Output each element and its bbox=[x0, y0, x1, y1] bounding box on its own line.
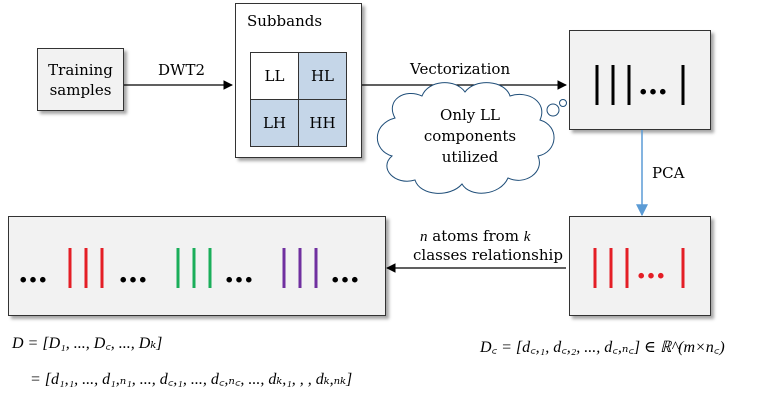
vector-box-bars bbox=[595, 65, 685, 105]
relationship-label-line1: n atoms from k bbox=[420, 229, 530, 245]
subband-lh: LH bbox=[250, 99, 299, 147]
training-samples-box: Training samples bbox=[37, 48, 124, 111]
dictionary-dots-1: … bbox=[18, 255, 48, 290]
subbands-box: Subbands LL HL LH HH bbox=[235, 3, 362, 158]
training-label-line1: Training bbox=[48, 61, 113, 79]
formula-d-line1: D = [D₁, ..., D꜀, ..., Dₖ] bbox=[12, 335, 163, 352]
dc-box-bars bbox=[593, 248, 685, 288]
dictionary-dots-3: … bbox=[224, 255, 254, 290]
dictionary-bars bbox=[68, 248, 318, 288]
vectorization-label: Vectorization bbox=[410, 60, 511, 78]
cloud-text-line1: Only LL bbox=[440, 106, 500, 124]
cloud-shape bbox=[376, 82, 567, 194]
formula-dc: D꜀ = [d꜀,₁, d꜀,₂, ..., d꜀,ₙ꜀] ∈ ℝ^(m×n꜀) bbox=[480, 339, 725, 356]
dwt-label: DWT2 bbox=[158, 61, 205, 79]
dictionary-dots-4: … bbox=[330, 255, 360, 290]
dictionary-dots-2: … bbox=[118, 255, 148, 290]
subband-hl: HL bbox=[298, 52, 347, 100]
subbands-title: Subbands bbox=[247, 12, 323, 30]
formula-d-line2: = [d₁,₁, ..., d₁,ₙ₁, ..., d꜀,₁, ..., d꜀,… bbox=[30, 371, 353, 388]
relationship-n: n bbox=[420, 229, 428, 245]
pca-label: PCA bbox=[652, 164, 685, 182]
training-label-line2: samples bbox=[49, 81, 112, 99]
vector-box-dots: … bbox=[638, 67, 668, 102]
relationship-k: k bbox=[523, 229, 531, 245]
cloud-text-line3: utilized bbox=[441, 148, 499, 166]
dc-box-dots: … bbox=[636, 251, 666, 286]
relationship-label-line2: classes relationship bbox=[413, 246, 563, 264]
cloud-text-line2: components bbox=[423, 127, 517, 145]
subband-hh: HH bbox=[298, 99, 347, 147]
subband-ll: LL bbox=[250, 52, 299, 100]
relationship-mid: atoms from bbox=[427, 227, 524, 245]
